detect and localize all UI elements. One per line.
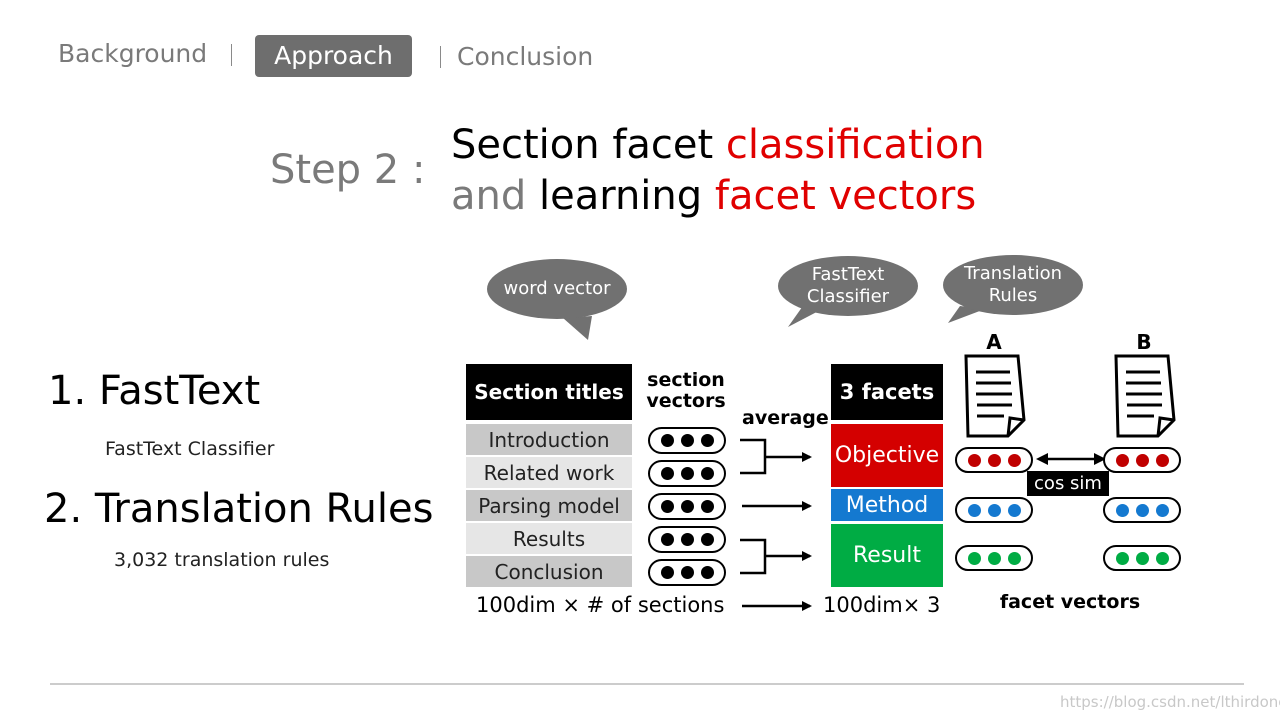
- facet-dim-caption: 100dim× 3: [823, 593, 941, 617]
- step-label: Step 2 :: [270, 147, 426, 193]
- title-line-2: and learning facet vectors: [451, 171, 976, 221]
- facet-vector-a-objective: [955, 447, 1033, 473]
- section-vector: [648, 559, 726, 586]
- section-title-row: Introduction: [466, 424, 632, 455]
- title-text: learning: [538, 173, 715, 219]
- facet-vectors-label: facet vectors: [999, 591, 1141, 613]
- bubble-word-vector: word vector: [487, 259, 627, 319]
- facet-vector-a-method: [955, 497, 1033, 523]
- title-highlight: classification: [725, 122, 985, 168]
- document-b-icon: [1114, 354, 1176, 438]
- section-vector: [648, 493, 726, 520]
- doc-b-label: B: [1136, 330, 1152, 354]
- facet-vector-b-objective: [1103, 447, 1181, 473]
- nav-separator: [231, 44, 232, 66]
- nav-separator: [440, 46, 441, 68]
- nav-item-conclusion[interactable]: Conclusion: [457, 42, 594, 71]
- facet-objective: Objective: [831, 424, 943, 487]
- title-highlight: facet vectors: [714, 173, 977, 219]
- nav-item-approach[interactable]: Approach: [255, 35, 412, 77]
- section-title-row: Parsing model: [466, 490, 632, 521]
- doc-a-label: A: [986, 330, 1002, 354]
- list-heading-translation: 2. Translation Rules: [44, 486, 434, 532]
- facets-header: 3 facets: [831, 364, 943, 420]
- average-arrow-result: [740, 538, 810, 575]
- section-title-row: Conclusion: [466, 556, 632, 587]
- section-title-row: Related work: [466, 457, 632, 488]
- document-a-icon: [964, 354, 1026, 438]
- list-heading-fasttext: 1. FastText: [48, 368, 261, 414]
- facet-vector-b-method: [1103, 497, 1181, 523]
- title-text: Section facet: [451, 122, 726, 168]
- average-label: average: [742, 407, 829, 429]
- facet-vector-b-result: [1103, 545, 1181, 571]
- nav-item-background[interactable]: Background: [58, 39, 208, 68]
- watermark: https://blog.csdn.net/lthirdonel: [1060, 693, 1280, 711]
- list-sub-translation: 3,032 translation rules: [114, 549, 330, 571]
- section-titles-header: Section titles: [466, 364, 632, 420]
- facet-vector-a-result: [955, 545, 1033, 571]
- cos-sim-arrowhead: [1036, 453, 1048, 465]
- title-line-1: Section facet classification: [451, 120, 985, 170]
- bubble-tail: [563, 316, 592, 340]
- facet-method: Method: [831, 489, 943, 521]
- title-text: and: [451, 173, 539, 219]
- section-dim-caption: 100dim × # of sections: [476, 593, 725, 617]
- section-title-row: Results: [466, 523, 632, 554]
- cos-sim-label: cos sim: [1027, 471, 1109, 496]
- list-sub-fasttext: FastText Classifier: [105, 438, 275, 460]
- section-vector: [648, 526, 726, 553]
- section-vector: [648, 427, 726, 454]
- section-vector: [648, 460, 726, 487]
- average-arrow-objective: [740, 438, 810, 475]
- facet-result: Result: [831, 524, 943, 587]
- cos-sim-arrowhead: [1094, 453, 1106, 465]
